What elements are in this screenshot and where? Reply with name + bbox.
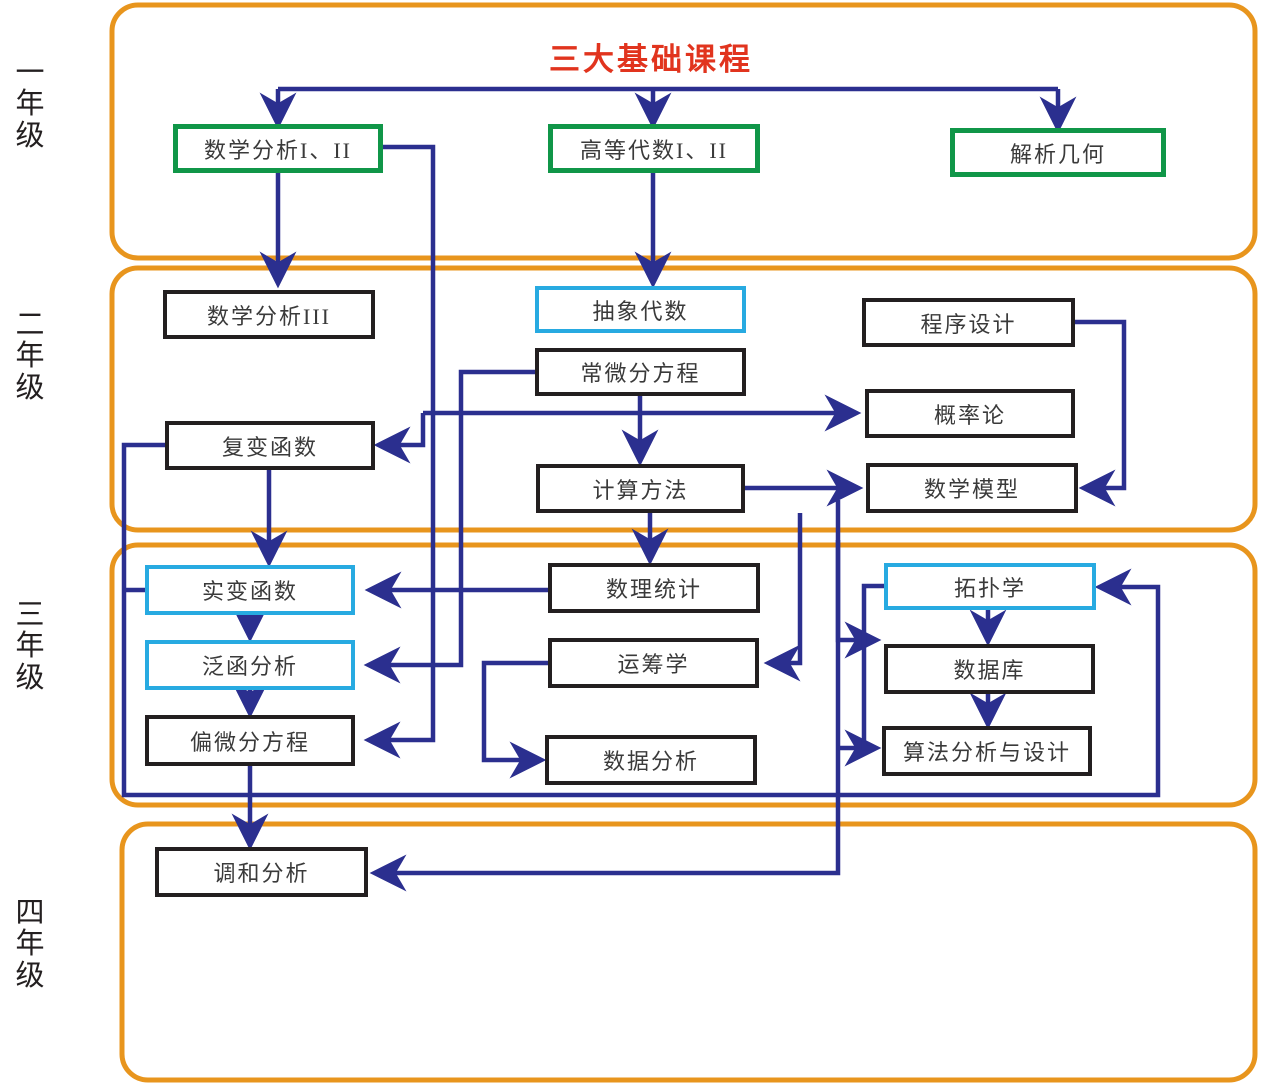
node-functional-analysis[interactable]: 泛函分析 <box>145 640 355 690</box>
year-frame-2 <box>109 265 1258 533</box>
year-frames <box>109 2 1258 1083</box>
node-math-analysis-12[interactable]: 数学分析I、II <box>173 124 383 173</box>
year-frame-1 <box>109 2 1258 261</box>
node-programming[interactable]: 程序设计 <box>862 298 1075 347</box>
connectors <box>121 86 1161 892</box>
edge-numerical-to-or <box>763 513 803 682</box>
node-probability[interactable]: 概率论 <box>865 389 1075 438</box>
edge-complex-loop-to-topology <box>121 442 1161 798</box>
year-label-2: 二 年 级 <box>15 309 45 404</box>
node-analytic-geometry[interactable]: 解析几何 <box>950 128 1166 177</box>
node-harmonic-analysis[interactable]: 调和分析 <box>155 847 368 897</box>
year-label-4: 四 年 级 <box>15 897 45 992</box>
year-label-3: 三 年 级 <box>15 599 45 694</box>
edge-ode-to-functional-analysis <box>363 369 535 684</box>
node-math-statistics[interactable]: 数理统计 <box>548 563 760 613</box>
node-pde[interactable]: 偏微分方程 <box>145 715 355 766</box>
edge-topology-left-to-algorithm <box>861 583 884 751</box>
edge-bus-413-down-to-complex <box>373 413 426 464</box>
node-math-analysis-3[interactable]: 数学分析III <box>163 290 375 339</box>
edge-programming-to-model <box>1075 319 1127 507</box>
node-numerical-method[interactable]: 计算方法 <box>536 464 745 513</box>
node-higher-algebra-12[interactable]: 高等代数I、II <box>548 124 760 173</box>
year-frame-4 <box>119 821 1258 1083</box>
edge-right-feed-to-database <box>835 540 882 659</box>
node-operations-research[interactable]: 运筹学 <box>548 638 759 688</box>
node-data-analysis[interactable]: 数据分析 <box>545 735 757 785</box>
node-algorithm-design[interactable]: 算法分析与设计 <box>882 726 1092 776</box>
node-topology[interactable]: 拓扑学 <box>884 563 1096 610</box>
node-database[interactable]: 数据库 <box>884 644 1095 694</box>
node-abstract-algebra[interactable]: 抽象代数 <box>535 286 746 333</box>
diagram-title: 三大基础课程 <box>549 42 753 77</box>
node-real-function[interactable]: 实变函数 <box>145 565 355 615</box>
edge-or-to-data-analysis <box>481 660 548 779</box>
year-label-1: 一 年 级 <box>15 57 45 152</box>
node-math-modeling[interactable]: 数学模型 <box>866 463 1078 513</box>
node-complex-function[interactable]: 复变函数 <box>165 421 375 470</box>
edge-ma12-to-pde <box>363 144 436 759</box>
node-ode[interactable]: 常微分方程 <box>535 348 746 396</box>
year-frame-3 <box>109 542 1258 808</box>
